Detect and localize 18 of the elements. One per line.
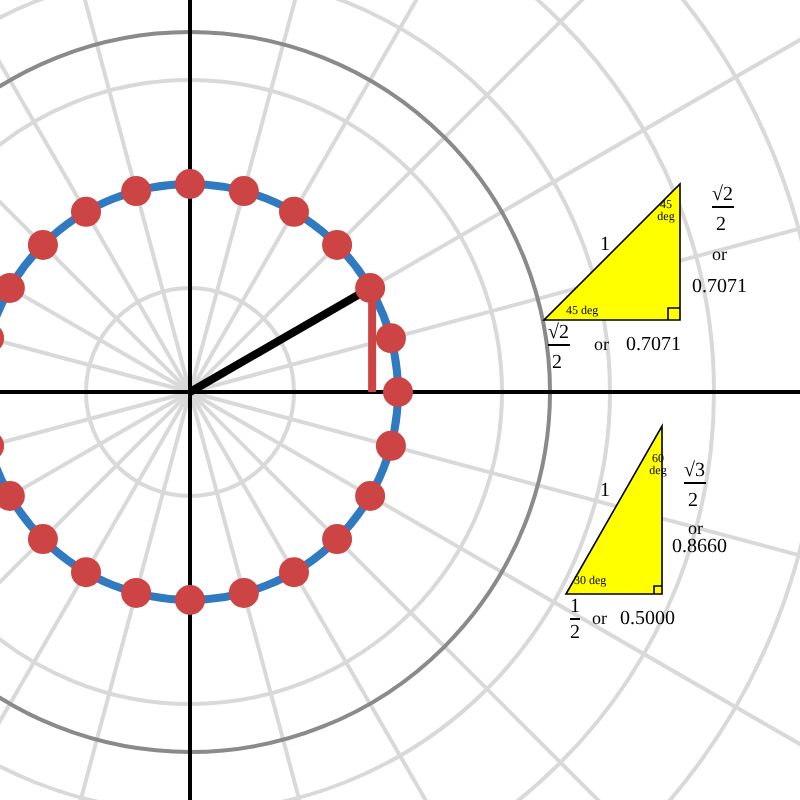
side-label: 1 [600,236,610,256]
denominator: 2 [688,492,698,512]
numerator: 1 [570,598,580,620]
denominator: 2 [716,216,726,236]
word: or [712,246,727,264]
value: 0.8660 [672,538,727,558]
numerator: √2 [712,186,733,208]
side-label: 1 [600,482,610,502]
word: or [592,610,607,628]
numerator: √2 [548,324,569,346]
value: 0.7071 [692,278,747,298]
denominator: 2 [552,354,562,374]
word: or [688,520,703,538]
denominator: 2 [570,624,580,644]
numerator: √3 [684,462,705,484]
value: 0.5000 [620,610,675,630]
value: 0.7071 [626,336,681,356]
word: or [594,336,609,354]
